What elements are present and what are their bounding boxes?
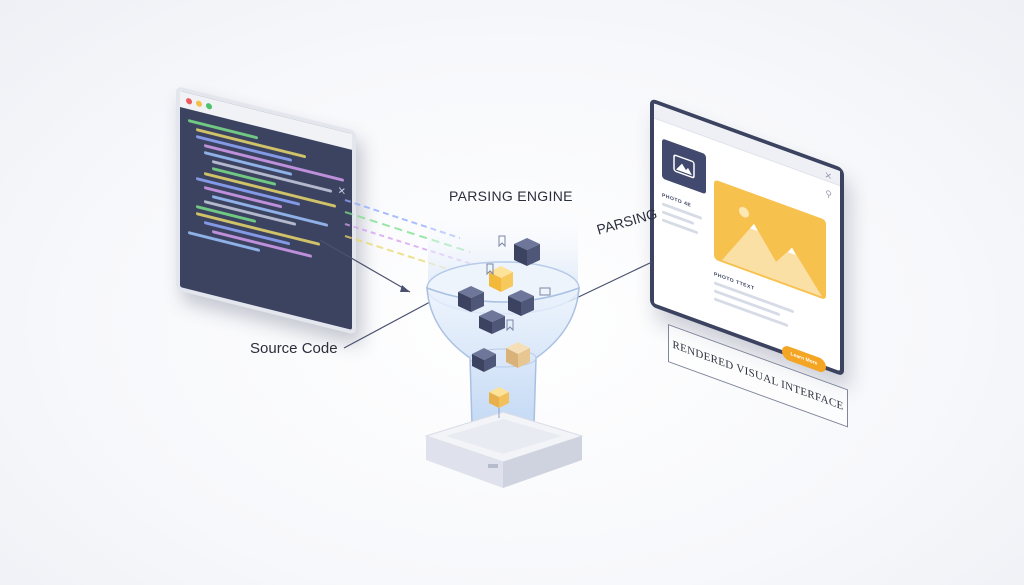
bookmark-icon [486,263,494,276]
cube-icon [479,310,505,334]
tag-icon [539,287,551,296]
cube-icon [508,290,534,316]
funnel-to-ui-connector [567,261,653,303]
rendered-ui-window: ✕ ⚲ PHOTO 4E PHOTO TTEXT Learn More [650,98,844,377]
cube-icon [514,238,540,266]
base-indicator [488,464,498,468]
cube-icon [472,348,496,372]
funnel-base-left [426,436,503,488]
mountain-icon [722,206,822,297]
cube-icon [506,342,530,368]
image-icon [662,138,706,195]
cube-icon [489,266,513,292]
cube-icon [458,286,484,312]
funnel-cone [426,286,580,434]
funnel-base-right [503,436,582,488]
source-code-label: Source Code [250,340,338,357]
hero-image [714,179,826,301]
source-code-leader [343,301,431,349]
bookmark-icon [506,319,514,332]
code-to-funnel-arrow [319,239,411,293]
parsing-engine-label: PARSING ENGINE [449,188,573,204]
bookmark-icon [498,235,506,248]
funnel-stem-top [469,348,537,368]
cube-icon [489,387,509,408]
arrow-head [400,285,410,292]
